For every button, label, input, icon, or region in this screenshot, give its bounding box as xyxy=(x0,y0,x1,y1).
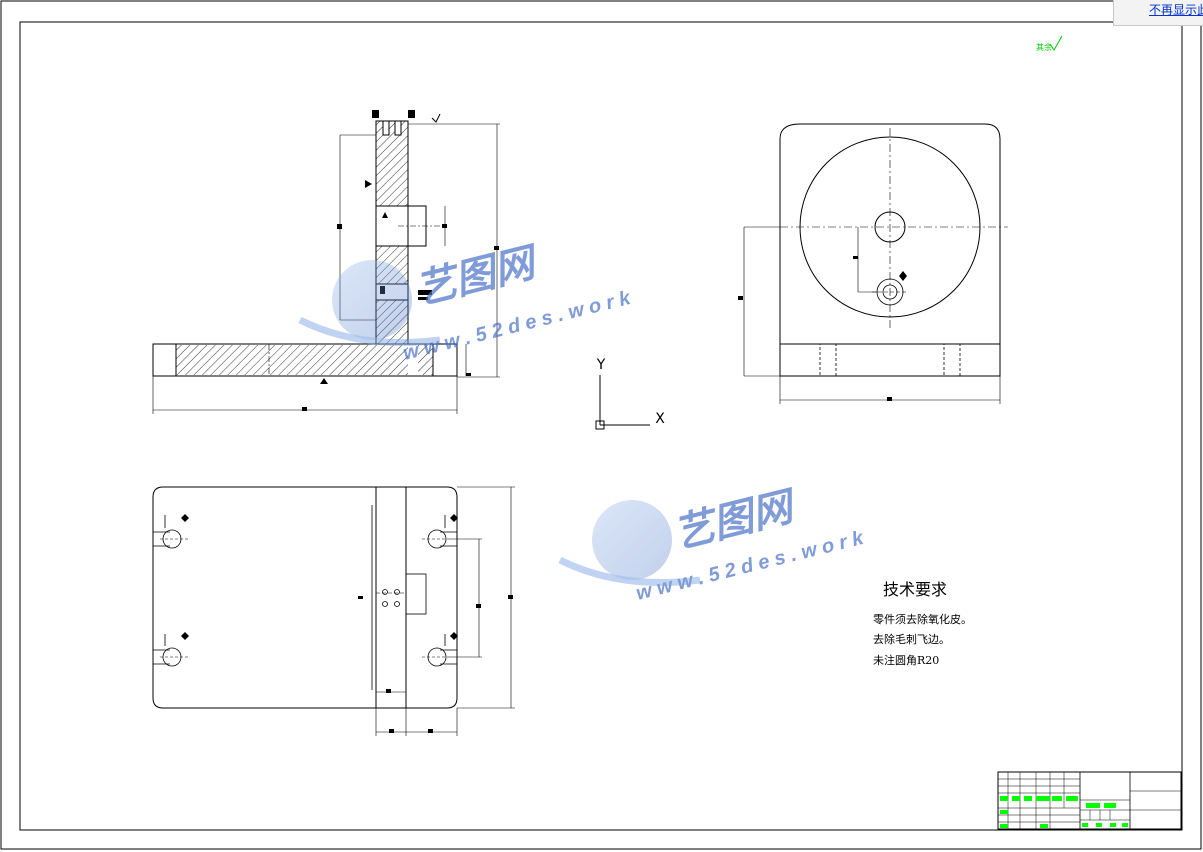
surface-roughness-symbol: 其余 xyxy=(1036,35,1063,52)
requirement-1: 零件须去除氧化皮。 xyxy=(873,612,972,626)
watermark-logo-2: 艺图网 w w w . 5 2 d e s . w o r k xyxy=(558,484,867,605)
svg-text:其余: 其余 xyxy=(1036,42,1052,52)
y-axis-label: Y xyxy=(596,357,606,373)
technical-requirements-title: 技术要求 xyxy=(883,580,947,599)
requirement-2: 去除毛刺飞边。 xyxy=(873,632,950,646)
dismiss-link[interactable]: 不再显示此 xyxy=(1149,3,1203,17)
slot-feature-top-right xyxy=(422,515,457,549)
slot-feature-top-left xyxy=(153,515,188,549)
drawing-border xyxy=(19,21,1183,831)
slot-feature-bottom-right xyxy=(422,634,457,667)
technical-requirements: 技术要求 零件须去除氧化皮。 去除毛刺飞边。 未注圆角R20 xyxy=(873,580,972,667)
title-block xyxy=(997,771,1182,830)
side-view xyxy=(738,123,1008,404)
x-axis-label: X xyxy=(655,411,665,427)
svg-text:艺图网: 艺图网 xyxy=(412,240,545,313)
dismiss-notice: 不再显示此 xyxy=(1113,0,1203,26)
top-view xyxy=(152,486,515,736)
slot-feature-bottom-left xyxy=(153,634,188,667)
ucs-axis-icon: Y X xyxy=(595,357,665,430)
requirement-3: 未注圆角R20 xyxy=(873,653,939,667)
